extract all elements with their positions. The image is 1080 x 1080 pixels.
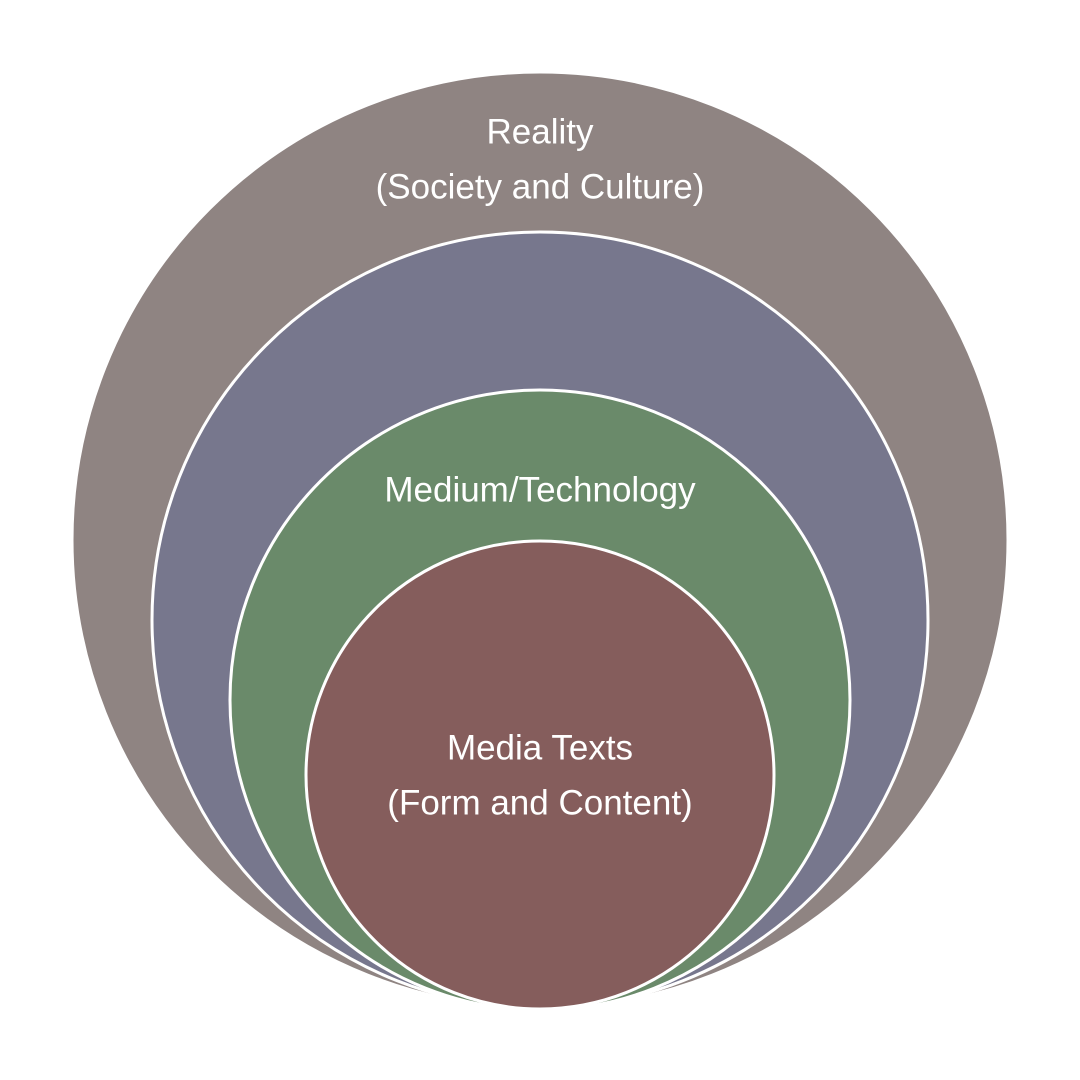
media-texts-label-line-2: (Form and Content) bbox=[387, 783, 692, 822]
reality-label-line-2: (Society and Culture) bbox=[376, 167, 705, 206]
media-texts-label-line-1: Media Texts bbox=[447, 728, 633, 767]
reality-label-line-1: Reality bbox=[487, 112, 594, 151]
technology-label: Medium/Technology bbox=[384, 470, 696, 509]
media-texts-circle bbox=[304, 539, 776, 1011]
